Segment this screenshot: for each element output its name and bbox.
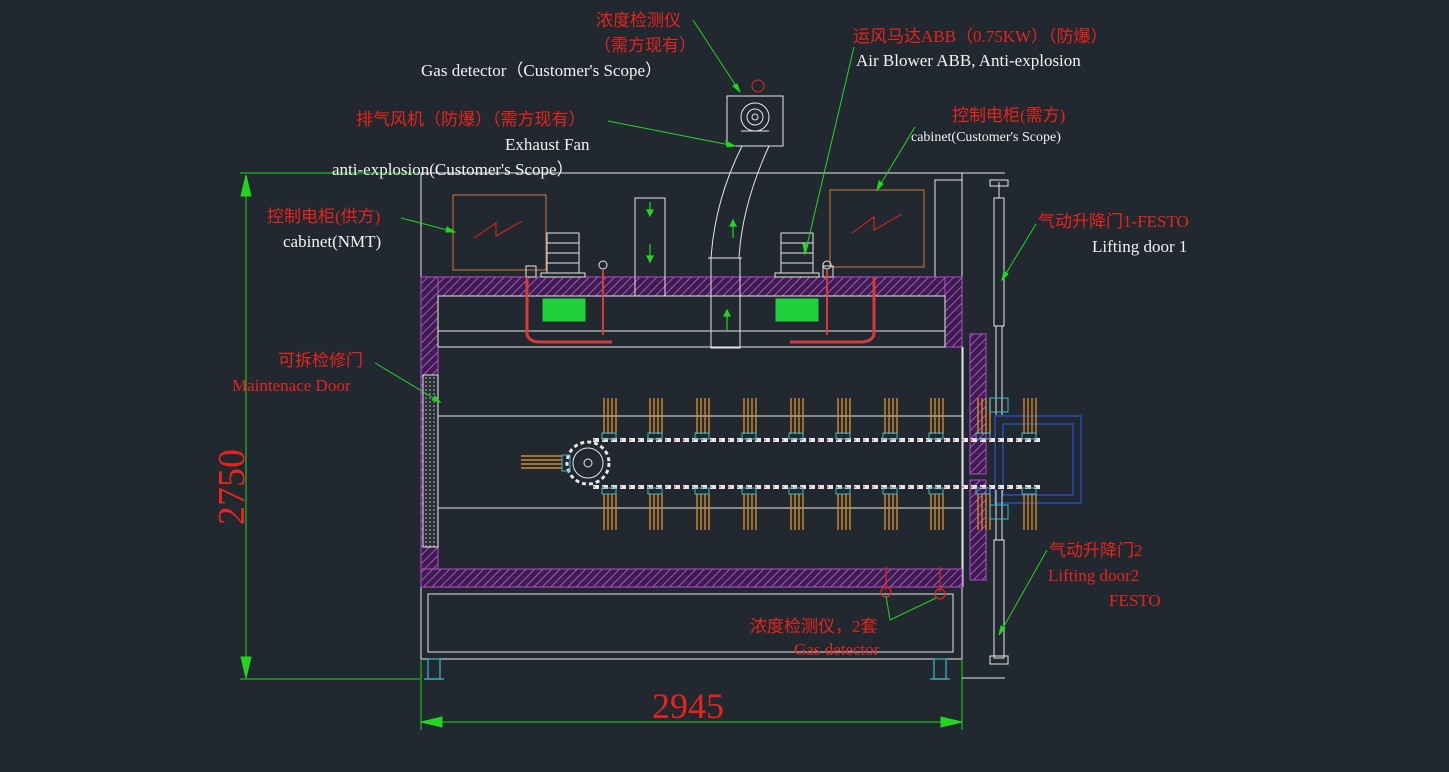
intake-duct	[634, 197, 666, 297]
exhaust-fan-scope-en: anti-explosion(Customer's Scope）	[332, 160, 574, 179]
rack-lower	[647, 487, 663, 530]
product-racks	[521, 398, 1037, 530]
air-blower-label-en: Air Blower ABB, Anti-explosion	[856, 51, 1081, 70]
rack-lower	[882, 487, 898, 530]
rack-lower	[788, 487, 804, 530]
gas-detector-top-label-cn: 浓度检测仪	[596, 11, 681, 30]
lifting-door-1-label-cn: 气动升降门1-FESTO	[1038, 212, 1189, 231]
lifting-door-1-label-en: Lifting door 1	[1092, 237, 1188, 256]
maintenance-door-label-cn: 可拆检修门	[278, 351, 363, 370]
air-blower-label-cn: 运风马达ABB（0.75KW）（防爆）	[853, 27, 1108, 46]
gas-detector-bottom-label-cn: 浓度检测仪，2套	[750, 617, 878, 636]
conveyor-chain	[561, 438, 1040, 489]
exhaust-fan-label-cn: 排气风机（防爆）（需方现有）	[356, 110, 586, 129]
lifting-door-2-cylinder	[989, 490, 1009, 665]
oven-body	[420, 172, 1005, 679]
rack-lower	[741, 487, 757, 530]
lifting-door-2-brand: FESTO	[1109, 591, 1161, 610]
cabinet-nmt-label-en: cabinet(NMT)	[283, 232, 382, 251]
air-blower-motor-right	[774, 232, 876, 344]
rack-sprocket	[521, 455, 562, 469]
air-blower-motor-left	[525, 232, 612, 344]
height-dimension	[240, 172, 420, 680]
exhaust-fan	[708, 79, 784, 349]
cabinet-customer-label-en: cabinet(Customer's Scope)	[911, 130, 1061, 145]
gas-detector-top-label-en: Gas detector（Customer's Scope）	[421, 61, 663, 80]
exhaust-fan-label-en: Exhaust Fan	[505, 135, 590, 154]
rack-upper	[835, 398, 851, 440]
width-dimension	[420, 660, 963, 730]
cabinet-customer-label-cn: 控制电柜(需方)	[952, 106, 1066, 125]
lifting-door-2-label-cn: 气动升降门2	[1049, 541, 1143, 560]
rack-upper	[1021, 398, 1037, 440]
support-feet	[424, 658, 950, 680]
cabinet-nmt	[452, 194, 547, 271]
rack-lower	[601, 487, 617, 530]
rack-upper	[788, 398, 804, 440]
rack-lower	[694, 487, 710, 530]
lifting-door-2-label-en: Lifting door2	[1048, 566, 1140, 585]
gas-detector-bottom-label-en: Gas detector	[794, 640, 880, 659]
rack-upper	[694, 398, 710, 440]
conveyor-frame	[994, 415, 1082, 504]
rack-upper	[882, 398, 898, 440]
rack-upper	[647, 398, 663, 440]
cabinet-customer	[829, 189, 925, 268]
lifting-door-1-cylinder	[989, 179, 1009, 415]
height-dimension-value: 2750	[211, 449, 253, 525]
rack-upper	[741, 398, 757, 440]
maintenance-door-label-en: Maintenace Door	[232, 376, 351, 395]
airflow-arrows	[646, 202, 737, 330]
cabinet-nmt-label-cn: 控制电柜(供方)	[267, 207, 381, 226]
rack-lower	[928, 487, 944, 530]
gas-detector-top-scope-cn: （需方现有）	[594, 36, 696, 55]
rack-upper	[601, 398, 617, 440]
inner-chamber	[422, 295, 964, 587]
width-dimension-value: 2945	[652, 686, 724, 726]
leader-lines	[374, 19, 1048, 636]
rack-upper	[928, 398, 944, 440]
rack-lower	[1021, 487, 1037, 530]
insulation-walls	[420, 276, 987, 588]
rack-lower	[835, 487, 851, 530]
